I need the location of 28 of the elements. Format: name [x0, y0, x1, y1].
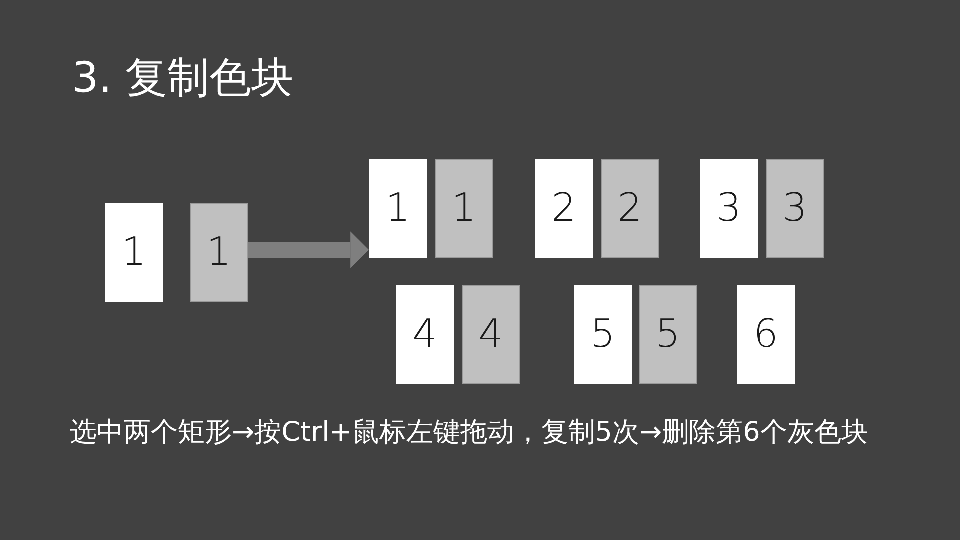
- block-number: 3: [716, 189, 742, 228]
- block-number: 2: [552, 189, 576, 228]
- block-number: 2: [618, 189, 642, 228]
- block-number: 1: [206, 233, 232, 272]
- block-number: 4: [412, 315, 438, 354]
- block-number: 1: [122, 233, 146, 272]
- block: [766, 159, 824, 258]
- block: [190, 203, 248, 302]
- block-number: 3: [782, 189, 808, 228]
- block: [639, 285, 697, 384]
- slide-title: 3. 复制色块: [72, 53, 294, 104]
- caption: 选中两个矩形→按Ctrl+鼠标左键拖动，复制5次→删除第6个灰色块: [70, 416, 868, 450]
- block: [396, 285, 454, 384]
- block: [435, 159, 493, 258]
- block-number: 1: [452, 189, 476, 228]
- block: [574, 285, 632, 384]
- block: [535, 159, 593, 258]
- block-number: 6: [754, 315, 778, 354]
- block: [737, 285, 795, 384]
- block-number: 5: [590, 315, 616, 354]
- block-number: 1: [386, 189, 410, 228]
- block: [105, 203, 163, 302]
- block: [700, 159, 758, 258]
- block: [601, 159, 659, 258]
- block: [462, 285, 520, 384]
- block-number: 5: [656, 315, 680, 354]
- block-number: 4: [478, 315, 504, 354]
- block: [369, 159, 427, 258]
